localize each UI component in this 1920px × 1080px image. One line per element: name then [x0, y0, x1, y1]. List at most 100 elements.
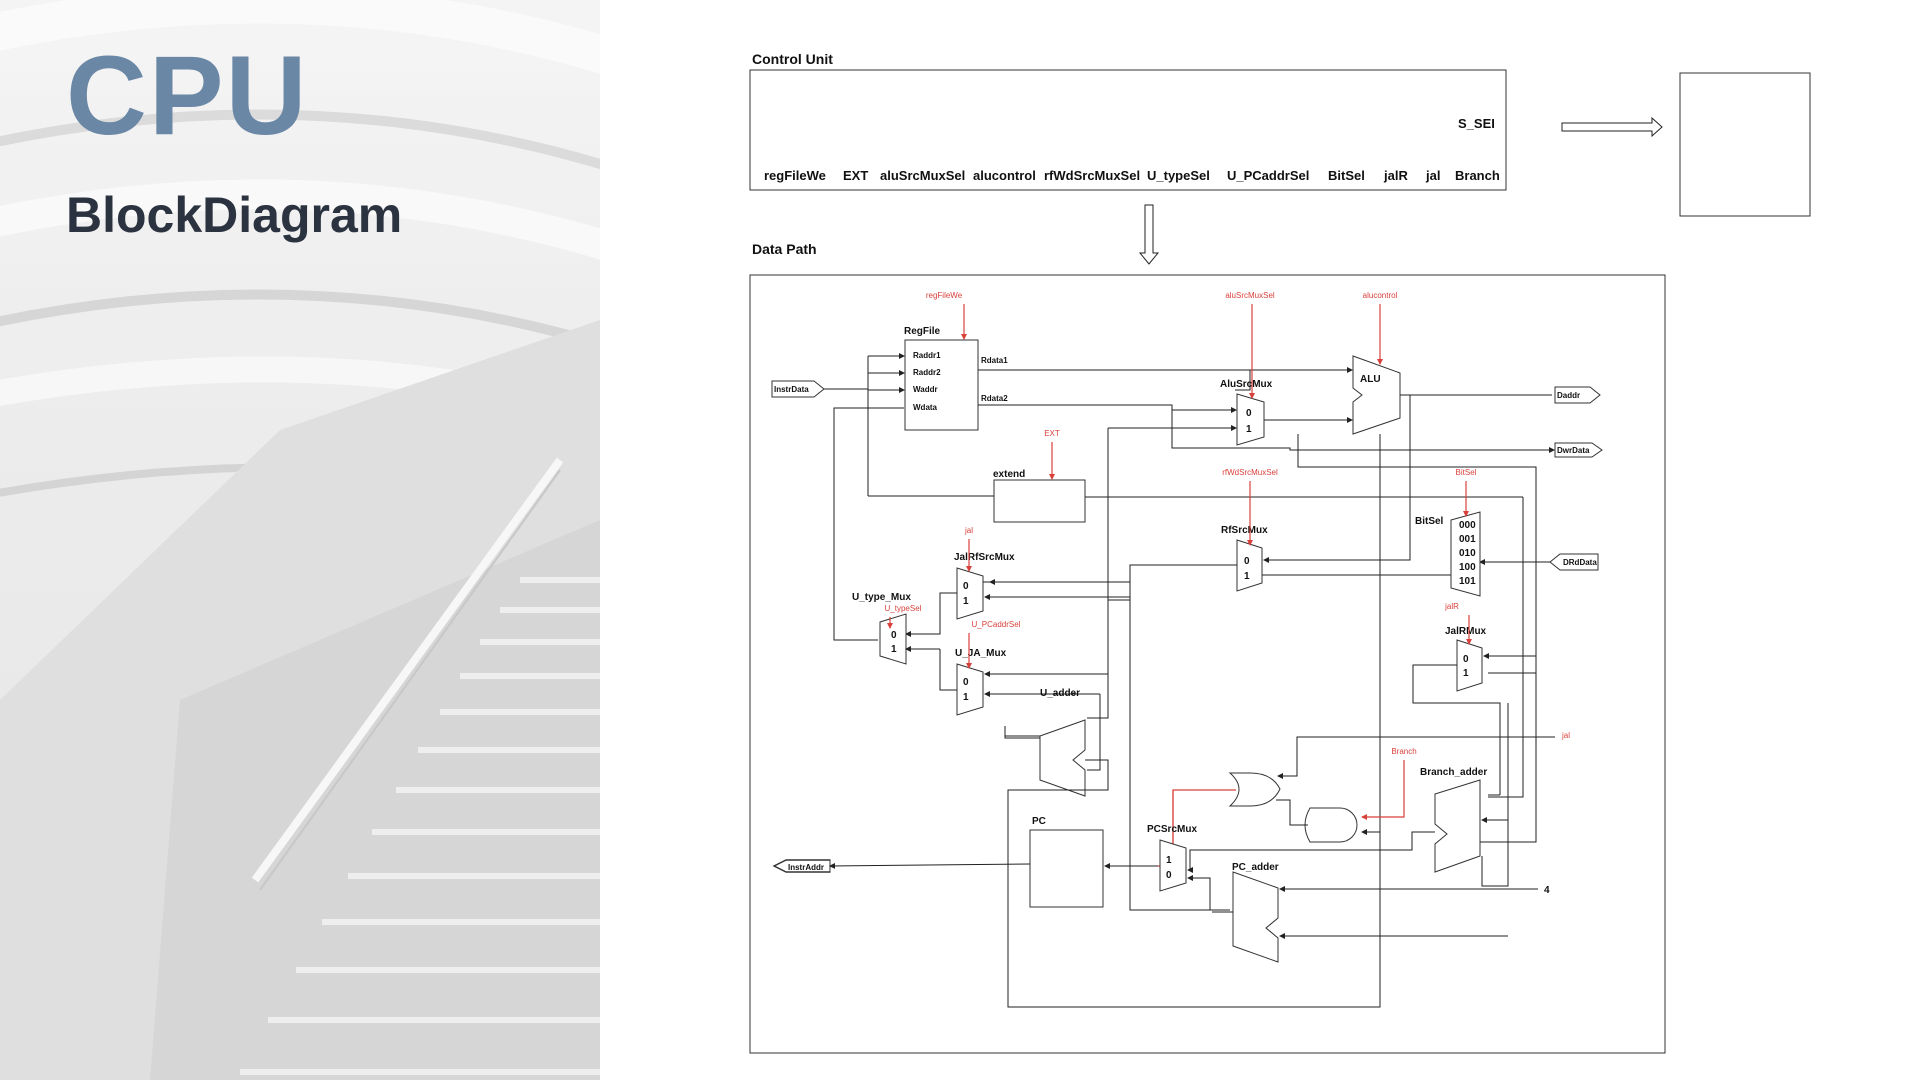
slide-title: CPU	[66, 33, 309, 158]
jalrmux-block	[1456, 639, 1483, 692]
cu-signal: aluSrcMuxSel	[880, 168, 965, 183]
rfsrcmux-block	[1236, 539, 1263, 592]
cu-signal: jalR	[1383, 168, 1408, 183]
alu-block	[1352, 355, 1401, 435]
regfile-label: RegFile	[904, 326, 941, 337]
alusrcmux-in0: 0	[1246, 408, 1252, 419]
cu-signal: U_PCaddrSel	[1227, 168, 1309, 183]
ctl-jalr: jalR	[1444, 602, 1459, 611]
cu-signal: regFileWe	[764, 168, 826, 183]
u-type-mux-in0: 0	[891, 630, 897, 641]
slide-subtitle: BlockDiagram	[66, 187, 403, 243]
alusrcmux-block	[1236, 393, 1265, 446]
extend-block	[993, 479, 1086, 523]
u-adder-block	[1039, 719, 1086, 797]
cu-signal: alucontrol	[973, 168, 1036, 183]
cu-signal: Branch	[1455, 168, 1500, 183]
external-block-box	[1679, 72, 1811, 217]
wires-branch-adder	[1187, 703, 1509, 887]
jalrmux-in1: 1	[1463, 668, 1469, 679]
ctl-u-typesel: U_typeSel	[885, 604, 922, 613]
pc-adder-label: PC_adder	[1232, 862, 1279, 873]
jalrfsrcmux-in1: 1	[963, 596, 969, 607]
wire-jal-right	[1277, 736, 1555, 779]
branch-adder-block	[1434, 779, 1481, 873]
cu-signal: BitSel	[1328, 168, 1365, 183]
pcsrcmux-block	[1159, 839, 1187, 892]
jalrfsrcmux-label: JalRfSrcMux	[954, 552, 1015, 563]
pcsrcmux-label: PCSrcMux	[1147, 824, 1197, 835]
wires-u-ja-mux	[939, 649, 1108, 697]
jalrfsrcmux-in0: 0	[963, 581, 969, 592]
u-type-mux-in1: 1	[891, 644, 897, 655]
pc-block	[1029, 829, 1104, 908]
regfile-port-raddr2: Raddr2	[913, 368, 941, 377]
u-ja-mux-block	[956, 663, 984, 716]
control-unit-signal-list: regFileWe EXT aluSrcMuxSel alucontrol rf…	[764, 168, 1500, 183]
jalrmux-in0: 0	[1463, 654, 1469, 665]
port-instrdata	[771, 380, 825, 398]
wires-pcsrcmux	[1129, 597, 1230, 911]
wires-extend-out	[1085, 425, 1523, 710]
bitsel-opt-100: 100	[1459, 562, 1476, 573]
pcsrcmux-in0: 0	[1166, 870, 1172, 881]
port-daddr-label: Daddr	[1557, 391, 1580, 400]
alu-label: ALU	[1360, 374, 1381, 385]
port-dwrdata-label: DwrData	[1557, 446, 1590, 455]
ctl-alucontrol: alucontrol	[1363, 291, 1398, 300]
bitsel-opt-101: 101	[1459, 576, 1476, 587]
hollow-arrow-down-icon	[1138, 204, 1160, 265]
regfile-port-waddr: Waddr	[913, 385, 938, 394]
ctl-bitsel: BitSel	[1456, 468, 1477, 477]
wires-instrdata	[824, 353, 994, 641]
alusrcmux-in1: 1	[1246, 424, 1252, 435]
jalrfsrcmux-block	[956, 567, 984, 620]
port-instrdata-label: InstrData	[774, 385, 809, 394]
ctl-u-pcaddrsel: U_PCaddrSel	[972, 620, 1021, 629]
control-unit-inner-label: S_SEI	[1458, 116, 1495, 131]
bitsel-opt-000: 000	[1459, 520, 1476, 531]
port-instraddr-label: InstrAddr	[788, 863, 824, 872]
bitsel-opt-010: 010	[1459, 548, 1476, 559]
alusrcmux-label: AluSrcMux	[1220, 379, 1273, 390]
pcsrcmux-in1: 1	[1166, 855, 1172, 866]
jalrmux-label: JalRMux	[1445, 626, 1487, 637]
rdata1-label: Rdata1	[981, 356, 1008, 365]
regfile-port-raddr1: Raddr1	[913, 351, 941, 360]
ctl-branch: Branch	[1391, 747, 1416, 756]
staircase-photo-illustration	[0, 0, 600, 1080]
port-drddata-label: DRdData	[1563, 558, 1597, 567]
ctl-regfilewe: regFileWe	[926, 291, 963, 300]
cu-signal: U_typeSel	[1147, 168, 1210, 183]
u-ja-mux-in0: 0	[963, 677, 969, 688]
wires-jalrfsrcmux	[905, 565, 1131, 637]
u-type-mux-block	[879, 613, 907, 665]
rfsrcmux-in0: 0	[1244, 556, 1250, 567]
wires-pc	[829, 862, 1158, 1007]
control-unit-header: Control Unit	[752, 51, 833, 67]
ctl-ext: EXT	[1044, 429, 1060, 438]
cu-signal: jal	[1425, 168, 1440, 183]
bitsel-opt-001: 001	[1459, 534, 1476, 545]
wires-pc-adder	[1008, 832, 1538, 1008]
regfile-block	[904, 339, 979, 431]
rfsrcmux-in1: 1	[1244, 571, 1250, 582]
port-drddata	[1549, 553, 1599, 571]
regfile-port-wdata: Wdata	[913, 403, 938, 412]
pc-adder-block	[1232, 871, 1279, 963]
port-daddr	[1554, 386, 1601, 404]
u-ja-mux-in1: 1	[963, 692, 969, 703]
and-gate	[1304, 807, 1358, 843]
const-four: 4	[1544, 885, 1550, 896]
ctl-alusrcmuxsel: aluSrcMuxSel	[1225, 291, 1275, 300]
port-instraddr	[772, 859, 831, 873]
pc-label: PC	[1032, 816, 1046, 827]
extend-label: extend	[993, 469, 1025, 480]
u-ja-mux-label: U_JA_Mux	[955, 648, 1007, 659]
ctl-jal-right: jal	[1561, 731, 1570, 740]
bitsel-label: BitSel	[1415, 516, 1444, 527]
port-dwrdata	[1554, 442, 1603, 458]
data-path-box	[749, 274, 1666, 1054]
control-unit-box	[749, 69, 1507, 191]
rdata2-label: Rdata2	[981, 394, 1008, 403]
